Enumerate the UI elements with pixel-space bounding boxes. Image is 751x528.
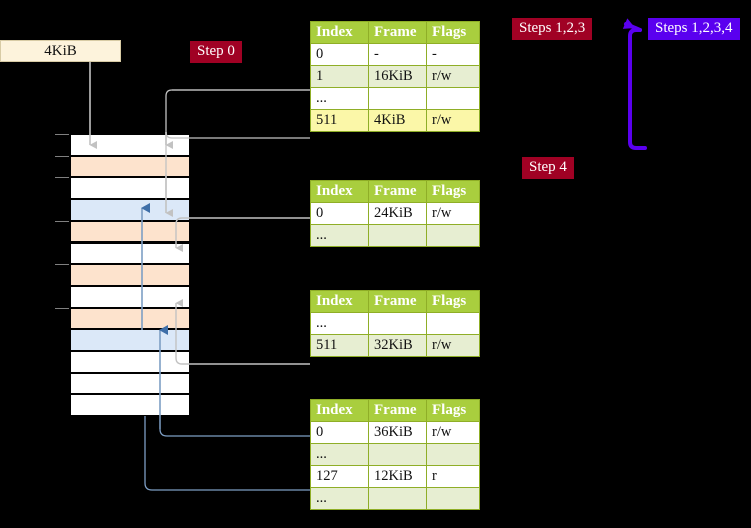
cell-frame — [368, 312, 427, 335]
badge-step-0: Step 0 — [190, 41, 242, 63]
table-header-row: Index Frame Flags — [310, 21, 480, 44]
page-table-pd: Index Frame Flags ... 511 32KiB r/w — [310, 290, 480, 357]
table-row: ... — [310, 312, 480, 335]
badge-steps-123: Steps 1,2,3 — [512, 18, 593, 40]
page-table-pdpt: Index Frame Flags 0 24KiB r/w ... — [310, 180, 480, 247]
column-header-flags: Flags — [426, 399, 480, 422]
connector-pt-row0-to-memory — [159, 416, 310, 437]
cell-flags — [426, 312, 480, 335]
memory-tick-mark — [55, 155, 69, 157]
cell-index: ... — [310, 312, 369, 335]
memory-frame-row — [70, 285, 190, 308]
table-row: ... — [310, 487, 480, 510]
table-header-row: Index Frame Flags — [310, 399, 480, 422]
cell-index: ... — [310, 87, 369, 110]
memory-tick-mark — [55, 220, 69, 222]
memory-tick-mark — [55, 264, 69, 266]
column-header-index: Index — [310, 180, 369, 203]
cell-frame — [368, 87, 427, 110]
cell-index: 127 — [310, 465, 369, 488]
column-header-frame: Frame — [368, 21, 427, 44]
connector-pdpt-to-memory — [175, 217, 310, 252]
cell-flags: r — [426, 465, 480, 488]
memory-tick-mark — [55, 134, 69, 135]
cell-index: ... — [310, 443, 369, 466]
page-table-pml4: Index Frame Flags 0 - - 1 16KiB r/w ... — [310, 21, 480, 132]
cell-flags: r/w — [426, 334, 480, 357]
table-row: 0 - - — [310, 43, 480, 66]
cell-frame — [368, 443, 427, 466]
cell-flags: r/w — [426, 202, 480, 225]
column-header-frame: Frame — [368, 290, 427, 313]
memory-frame-row — [70, 199, 190, 221]
cell-flags: r/w — [426, 109, 480, 132]
memory-frame-row — [70, 177, 190, 200]
table-row: ... — [310, 87, 480, 110]
cell-index: ... — [310, 487, 369, 510]
connector-pt-row127-to-memory — [144, 416, 310, 491]
cell-index: 0 — [310, 421, 369, 444]
memory-frame-row — [70, 329, 190, 351]
column-header-index: Index — [310, 290, 369, 313]
column-header-frame: Frame — [368, 399, 427, 422]
column-header-index: Index — [310, 399, 369, 422]
badge-steps-1234: Steps 1,2,3,4 — [648, 18, 740, 40]
table-row: 127 12KiB r — [310, 465, 480, 488]
cell-frame: 24KiB — [368, 202, 427, 225]
memory-frame-row — [70, 372, 190, 395]
table-header-row: Index Frame Flags — [310, 180, 480, 203]
memory-frame-row — [70, 351, 190, 373]
cell-flags — [426, 224, 480, 247]
cell-index: 511 — [310, 109, 369, 132]
cell-index: 1 — [310, 65, 369, 88]
cell-flags: - — [426, 43, 480, 66]
cell-frame — [368, 224, 427, 247]
column-header-flags: Flags — [426, 290, 480, 313]
cell-flags — [426, 443, 480, 466]
memory-frame-row — [70, 220, 190, 243]
arrow-steps-bracket — [622, 18, 647, 150]
memory-tick-mark — [55, 177, 69, 179]
table-header-row: Index Frame Flags — [310, 290, 480, 313]
memory-frame-row — [70, 242, 190, 265]
table-row: 0 24KiB r/w — [310, 202, 480, 225]
connector-pd-to-memory — [175, 299, 310, 365]
column-header-flags: Flags — [426, 21, 480, 44]
cell-index: ... — [310, 224, 369, 247]
memory-frame-row — [70, 134, 190, 156]
size-label-4kib: 4KiB — [0, 40, 121, 62]
badge-step-4: Step 4 — [522, 157, 574, 179]
cell-frame: 12KiB — [368, 465, 427, 488]
memory-frame-row — [70, 155, 190, 178]
table-row: 511 32KiB r/w — [310, 334, 480, 357]
cell-index: 0 — [310, 43, 369, 66]
memory-frame-row — [70, 394, 190, 417]
page-table-pt: Index Frame Flags 0 36KiB r/w ... 127 12… — [310, 399, 480, 510]
cell-flags — [426, 87, 480, 110]
cell-frame: 4KiB — [368, 109, 427, 132]
cell-frame: 16KiB — [368, 65, 427, 88]
table-row-highlighted: 511 4KiB r/w — [310, 109, 480, 132]
cell-frame: - — [368, 43, 427, 66]
column-header-index: Index — [310, 21, 369, 44]
cell-flags — [426, 487, 480, 510]
table-row: 1 16KiB r/w — [310, 65, 480, 88]
cell-frame: 36KiB — [368, 421, 427, 444]
memory-frame-row — [70, 264, 190, 286]
table-row: ... — [310, 224, 480, 247]
column-header-flags: Flags — [426, 180, 480, 203]
cell-frame — [368, 487, 427, 510]
cell-index: 511 — [310, 334, 369, 357]
table-row: ... — [310, 443, 480, 466]
memory-frame-row — [70, 307, 190, 330]
physical-memory-column — [55, 134, 190, 417]
cell-frame: 32KiB — [368, 334, 427, 357]
cell-index: 0 — [310, 202, 369, 225]
memory-tick-mark — [55, 307, 69, 309]
cell-flags: r/w — [426, 65, 480, 88]
column-header-frame: Frame — [368, 180, 427, 203]
table-row: 0 36KiB r/w — [310, 421, 480, 444]
cell-flags: r/w — [426, 421, 480, 444]
